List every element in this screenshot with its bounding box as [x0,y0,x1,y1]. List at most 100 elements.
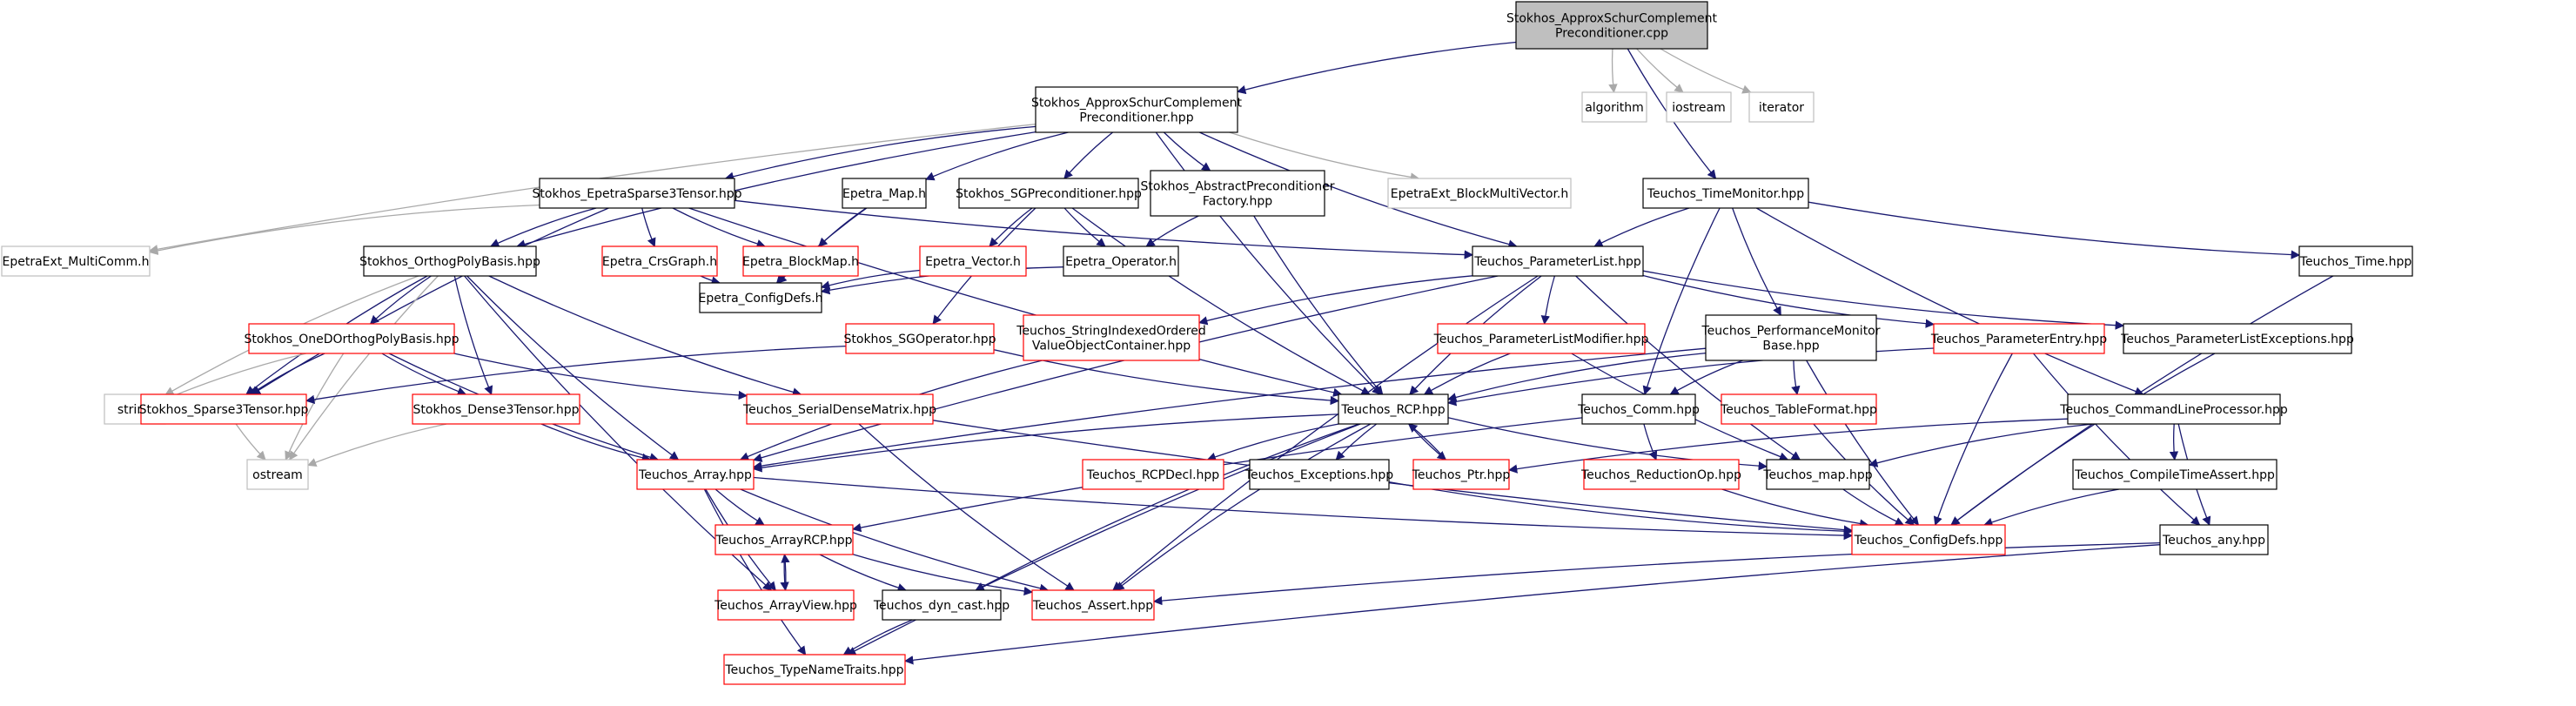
node-arrayview[interactable]: Teuchos_ArrayView.hpp [714,589,857,621]
node-label: iostream [1672,101,1726,115]
edge-cmdline-to-compiletime [2169,423,2179,461]
edge-perfmonitor-to-array [752,347,1707,471]
node-epetra_vector[interactable]: Epetra_Vector.h [919,245,1027,277]
node-compiletime[interactable]: Teuchos_CompileTimeAssert.hpp [2072,459,2277,490]
node-comm[interactable]: Teuchos_Comm.hpp [1577,393,1700,425]
node-box [246,459,309,490]
edge-compiletime-to-configdefs_hpp [1983,488,2120,527]
node-ascp_hpp[interactable]: Stokhos_ApproxSchurComplementPreconditio… [1031,86,1243,133]
node-serialdense[interactable]: Teuchos_SerialDenseMatrix.hpp [742,393,936,425]
node-stringindexed[interactable]: Teuchos_StringIndexedOrderedValueObjectC… [1016,314,1206,361]
node-box [363,245,537,277]
node-root[interactable]: Stokhos_ApproxSchurComplementPreconditio… [1506,1,1718,50]
node-label: iterator [1759,101,1804,115]
node-ptr[interactable]: Teuchos_Ptr.hpp [1412,459,1511,490]
edge-abstractprec-to-epetra_operator [1145,215,1199,247]
node-box [1082,459,1224,490]
edge-timemonitor-to-paramlist [1593,207,1690,247]
node-label: Factory.hpp [1203,195,1272,209]
node-dyncast[interactable]: Teuchos_dyn_cast.hpp [873,589,1010,621]
node-assert[interactable]: Teuchos_Assert.hpp [1031,589,1155,621]
node-teuchos_time[interactable]: Teuchos_Time.hpp [2298,245,2413,277]
node-plmodifier[interactable]: Teuchos_ParameterListModifier.hpp [1433,323,1649,354]
edge-arrayrcp-to-dyncast [819,554,907,593]
node-cmdline[interactable]: Teuchos_CommandLineProcessor.hpp [2059,393,2288,425]
node-array[interactable]: Teuchos_Array.hpp [636,459,755,490]
node-label: Teuchos_map.hpp [1762,468,1872,482]
edge-rcp-to-dyncast [975,423,1360,591]
node-box [412,393,580,425]
node-label: Preconditioner.hpp [1079,111,1193,125]
node-iterator[interactable]: iterator [1748,91,1815,123]
node-box [1748,91,1815,123]
node-ostream[interactable]: ostream [246,459,309,490]
node-label: Teuchos_SerialDenseMatrix.hpp [742,403,936,417]
edge-plmodifier-to-rcp [1423,353,1511,395]
node-box [1035,86,1238,133]
node-label: Epetra_CrsGraph.h [602,255,717,269]
node-dense3[interactable]: Stokhos_Dense3Tensor.hpp [412,393,580,425]
node-map[interactable]: Teuchos_map.hpp [1762,459,1873,490]
node-sgoperator[interactable]: Stokhos_SGOperator.hpp [844,323,996,354]
edge-epetrasparse-to-rcp [688,207,1343,397]
node-box [1583,459,1740,490]
node-exceptions[interactable]: Teuchos_Exceptions.hpp [1244,459,1393,490]
node-box [723,654,906,685]
node-label: Teuchos_RCPDecl.hpp [1086,468,1220,482]
node-box [539,178,735,209]
node-label: Teuchos_Array.hpp [638,468,752,482]
edge-onedortho-to-dense3 [381,353,467,396]
node-typenametraits[interactable]: Teuchos_TypeNameTraits.hpp [723,654,906,685]
node-label: Teuchos_Exceptions.hpp [1244,468,1393,482]
node-abstractprec[interactable]: Stokhos_AbstractPreconditionerFactory.hp… [1141,170,1335,217]
node-any[interactable]: Teuchos_any.hpp [2159,524,2269,555]
node-label: EpetraExt_BlockMultiVector.h [1391,187,1569,201]
node-box [919,245,1027,277]
node-reductionop[interactable]: Teuchos_ReductionOp.hpp [1580,459,1741,490]
node-label: Stokhos_OneDOrthogPolyBasis.hpp [244,333,459,346]
node-configdefs_h[interactable]: Epetra_ConfigDefs.h [698,282,823,313]
edge-onedortho-to-ostream [285,353,345,461]
node-plexceptions[interactable]: Teuchos_ParameterListExceptions.hpp [2120,323,2354,354]
edge-paramentry-to-configdefs_hpp [1933,353,2013,526]
node-label: Stokhos_ApproxSchurComplement [1506,12,1718,26]
node-box [882,589,1002,621]
node-blockmv[interactable]: EpetraExt_BlockMultiVector.h [1387,178,1572,209]
edge-paramlist-to-assert [1112,275,1539,591]
node-label: Teuchos_ParameterListExceptions.hpp [2120,333,2354,346]
node-timemonitor[interactable]: Teuchos_TimeMonitor.hpp [1642,178,1809,209]
node-rcpdecl[interactable]: Teuchos_RCPDecl.hpp [1082,459,1224,490]
edge-epetrasparse-to-multicomm [148,204,540,255]
node-epetrasparse[interactable]: Stokhos_EpetraSparse3Tensor.hpp [533,178,742,209]
edge-orthopoly-to-serialdense [488,275,802,397]
node-box [1249,459,1390,490]
node-paramlist[interactable]: Teuchos_ParameterList.hpp [1472,245,1644,277]
edge-sgoperator-to-sparse3 [305,345,847,405]
node-box [1412,459,1510,490]
node-blockmap[interactable]: Epetra_BlockMap.h [742,245,859,277]
node-epetra_map[interactable]: Epetra_Map.h [842,178,927,209]
node-sparse3[interactable]: Stokhos_Sparse3Tensor.hpp [139,393,309,425]
node-label: Base.hpp [1762,340,1819,353]
node-box [842,178,927,209]
node-orthopoly[interactable]: Stokhos_OrthogPolyBasis.hpp [359,245,540,277]
node-configdefs_hpp[interactable]: Teuchos_ConfigDefs.hpp [1851,524,2006,555]
node-multicomm[interactable]: EpetraExt_MultiComm.h [1,245,151,277]
node-algorithm[interactable]: algorithm [1581,91,1647,123]
node-sgprec[interactable]: Stokhos_SGPreconditioner.hpp [956,178,1142,209]
edge-perfmonitor-to-configdefs_hpp [1806,360,1920,526]
node-crsgraph[interactable]: Epetra_CrsGraph.h [601,245,718,277]
node-label: Teuchos_ConfigDefs.hpp [1854,534,2003,548]
node-iostream[interactable]: iostream [1666,91,1732,123]
node-label: Teuchos_ParameterListModifier.hpp [1433,333,1649,346]
node-paramentry[interactable]: Teuchos_ParameterEntry.hpp [1930,323,2107,354]
edge-ascp_hpp-to-sgprec [1063,131,1114,179]
node-rcp[interactable]: Teuchos_RCP.hpp [1338,393,1449,425]
node-onedortho[interactable]: Stokhos_OneDOrthogPolyBasis.hpp [244,323,460,354]
node-box [742,245,859,277]
node-epetra_operator[interactable]: Epetra_Operator.h [1063,245,1179,277]
edge-epetrasparse-to-crsgraph [641,207,656,247]
node-arrayrcp[interactable]: Teuchos_ArrayRCP.hpp [714,524,854,555]
node-tableformat[interactable]: Teuchos_TableFormat.hpp [1720,393,1877,425]
